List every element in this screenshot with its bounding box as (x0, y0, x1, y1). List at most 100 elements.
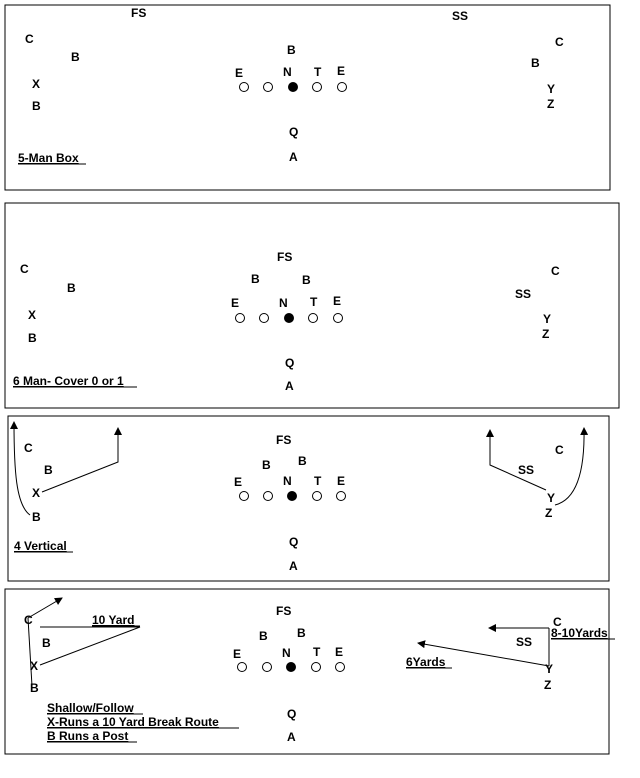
lineman-circle (262, 662, 272, 672)
note-ten-yard: 10 Yard (92, 613, 134, 627)
player-x: X (28, 308, 36, 322)
player-e-right: E (333, 294, 341, 308)
player-t: T (314, 474, 322, 488)
diagram-caption: 4 Vertical (14, 539, 67, 553)
player-c-right: C (555, 35, 564, 49)
player-fs: FS (276, 433, 291, 447)
player-c-left: C (24, 441, 33, 455)
player-b-right-lb: B (531, 56, 540, 70)
lineman-circle (263, 491, 273, 501)
player-b-back: B (32, 510, 41, 524)
player-b-middle-lb: B (287, 43, 296, 57)
diagram-caption-line-2: X-Runs a 10 Yard Break Route (47, 715, 219, 729)
diagram-frame (4, 588, 610, 755)
player-n: N (283, 474, 292, 488)
player-ss: SS (516, 635, 532, 649)
player-n: N (279, 296, 288, 310)
player-t: T (313, 645, 321, 659)
player-t: T (314, 65, 322, 79)
route-b-left-vertical (10, 421, 31, 516)
player-b-left-lb: B (42, 636, 51, 650)
lineman-circle (308, 313, 318, 323)
player-ss: SS (518, 463, 534, 477)
player-x: X (32, 77, 40, 91)
center-dot (288, 82, 298, 92)
lineman-circle (333, 313, 343, 323)
lineman-circle (311, 662, 321, 672)
player-q: Q (289, 535, 298, 549)
diagram-5-man-box: FS SS C B X B B E N T E Q A C B Y Z 5-Ma… (4, 4, 611, 191)
lineman-circle (259, 313, 269, 323)
player-fs: FS (277, 250, 292, 264)
player-z: Z (544, 678, 551, 692)
player-y: Y (547, 82, 555, 96)
player-a: A (287, 730, 296, 744)
lineman-circle (312, 491, 322, 501)
player-fs: FS (276, 604, 291, 618)
player-a: A (285, 379, 294, 393)
player-a: A (289, 150, 298, 164)
player-q: Q (289, 125, 298, 139)
diagram-shallow-follow: FS C B X B B B E N T E Q A C SS Y Z 10 Y… (4, 588, 615, 755)
player-e-right: E (337, 64, 345, 78)
player-y: Y (547, 491, 555, 505)
diagram-caption-line-1: Shallow/Follow (47, 701, 134, 715)
player-c-left: C (25, 32, 34, 46)
note-eight-ten-yards: 8-10Yards (551, 626, 608, 640)
player-b-lb-right: B (302, 273, 311, 287)
player-fs: FS (131, 6, 146, 20)
player-c-right: C (551, 264, 560, 278)
player-c-right: C (553, 615, 562, 629)
diagram-6-man-cover: FS C B B B X B E N T E Q A C SS Y Z 6 Ma… (4, 202, 620, 409)
player-e-right: E (335, 645, 343, 659)
lineman-circle (235, 313, 245, 323)
diagram-4-vertical: FS C B X B B B E N T E Q A C SS Y Z 4 Ve… (7, 415, 610, 582)
route-x-vertical (41, 427, 122, 493)
lineman-circle (335, 662, 345, 672)
player-e-left: E (235, 66, 243, 80)
player-ss: SS (452, 9, 468, 23)
player-ss: SS (515, 287, 531, 301)
player-b-back: B (28, 331, 37, 345)
player-c-right: C (555, 443, 564, 457)
lineman-circle (312, 82, 322, 92)
route-b-left-corner (27, 597, 63, 687)
player-e-left: E (231, 296, 239, 310)
route-x-break (39, 626, 141, 666)
player-e-left: E (233, 647, 241, 661)
player-b-lb-right: B (297, 626, 306, 640)
player-q: Q (285, 356, 294, 370)
player-t: T (310, 295, 318, 309)
player-x: X (30, 659, 38, 673)
route-y-shallow (417, 640, 550, 667)
diagram-frame (4, 4, 611, 191)
player-b-lb-left: B (251, 272, 260, 286)
diagram-caption-line-3: B Runs a Post (47, 729, 128, 743)
center-dot (284, 313, 294, 323)
player-q: Q (287, 707, 296, 721)
player-b-lb-left: B (259, 629, 268, 643)
player-b-back: B (32, 99, 41, 113)
player-y: Y (543, 312, 551, 326)
note-six-yards: 6Yards (406, 655, 446, 669)
player-z: Z (542, 327, 549, 341)
diagram-caption: 6 Man- Cover 0 or 1 (13, 374, 124, 388)
player-n: N (282, 646, 291, 660)
player-b-left-lb: B (71, 50, 80, 64)
player-b-left-lb: B (67, 281, 76, 295)
center-dot (287, 491, 297, 501)
lineman-circle (237, 662, 247, 672)
diagram-frame (7, 415, 610, 582)
diagram-caption: 5-Man Box (18, 151, 79, 165)
lineman-circle (336, 491, 346, 501)
lineman-circle (337, 82, 347, 92)
player-z: Z (545, 506, 552, 520)
player-b-lb-right: B (298, 454, 307, 468)
player-c-left: C (20, 262, 29, 276)
player-e-left: E (234, 475, 242, 489)
lineman-circle (239, 82, 249, 92)
route-z-vertical (554, 427, 589, 506)
player-b-back: B (30, 681, 39, 695)
center-dot (286, 662, 296, 672)
